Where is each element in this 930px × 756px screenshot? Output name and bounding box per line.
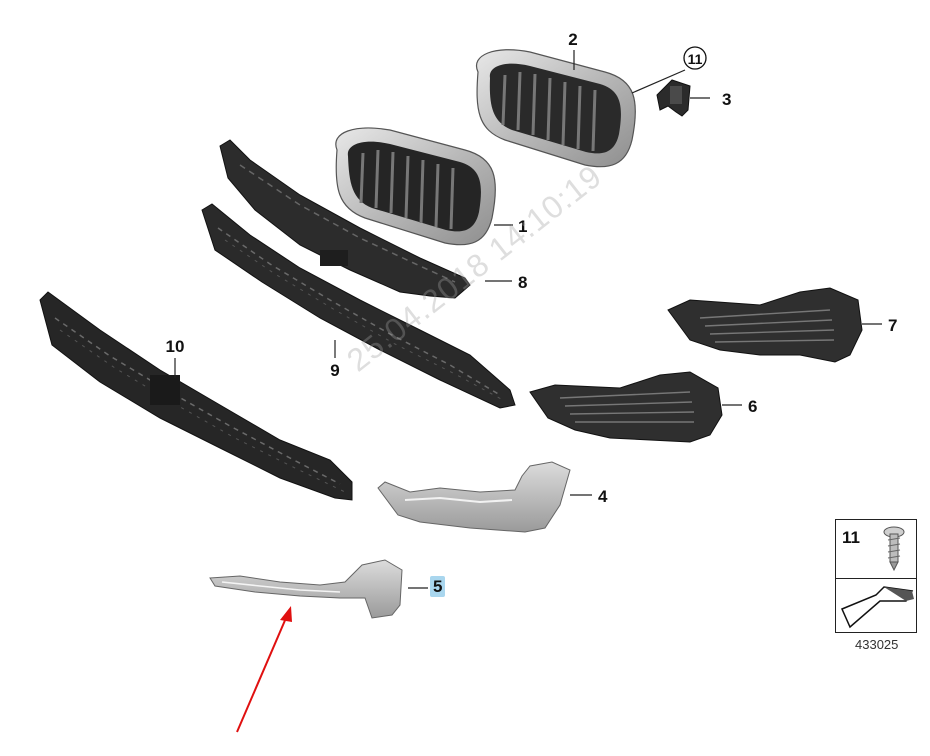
side-grille-right: [667, 287, 863, 363]
legend-screw-cell: 11: [836, 520, 916, 579]
red-arrow: [236, 606, 292, 733]
callout-8: 8: [518, 273, 527, 292]
callout-4: 4: [598, 487, 608, 506]
side-grille-left: [529, 371, 723, 443]
kidney-grille-upper: [475, 49, 636, 168]
callout-5: 5: [430, 576, 446, 597]
callout-11: 11: [688, 51, 703, 67]
grille-strip-upper: [219, 139, 471, 299]
callout-2: 2: [568, 30, 577, 49]
grille-strip-middle: [201, 203, 516, 409]
callout-3: 3: [722, 90, 731, 109]
callout-6: 6: [748, 397, 757, 416]
chrome-trim-upper: [377, 461, 571, 533]
callout-9: 9: [330, 361, 339, 380]
callout-5-label: 5: [430, 576, 446, 597]
grille-strip-lower: [39, 291, 353, 501]
bracket-part: [656, 79, 691, 117]
callout-10: 10: [166, 337, 185, 356]
circled-callout: [683, 46, 707, 70]
callout-1: 1: [518, 217, 527, 236]
chrome-trim-lower: [209, 559, 403, 619]
legend-item-number: 11: [842, 528, 860, 547]
callout-7: 7: [888, 316, 897, 335]
kidney-grille-lower: [335, 127, 496, 246]
screw-icon: [883, 526, 905, 572]
reference-number: 433025: [855, 637, 899, 652]
leader-lines: [174, 50, 882, 589]
direction-arrow-icon: [841, 586, 914, 629]
legend-box: 11: [835, 519, 917, 633]
